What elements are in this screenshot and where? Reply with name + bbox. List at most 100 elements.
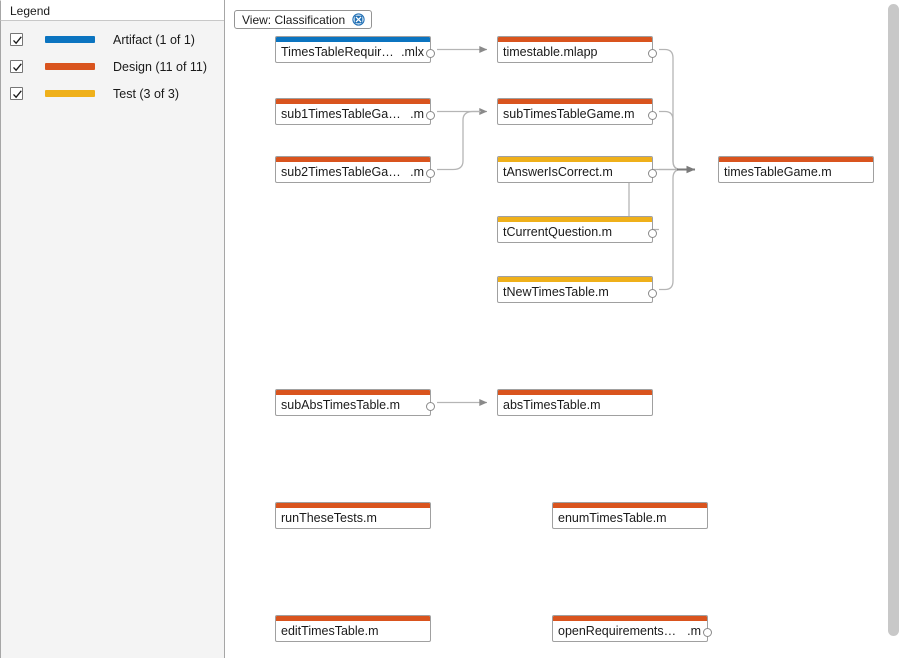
vertical-scrollbar-thumb[interactable] — [888, 4, 899, 636]
graph-node-openRequirements[interactable]: openRequirements… .m — [552, 615, 712, 642]
node-category-bar-design — [553, 503, 707, 508]
node-label: openRequirements… .m — [558, 621, 701, 641]
node-category-bar-design — [498, 37, 652, 42]
node-output-port[interactable] — [648, 229, 657, 238]
node-category-bar-design — [276, 99, 430, 104]
node-output-port[interactable] — [426, 49, 435, 58]
graph-node-editTimesTable[interactable]: editTimesTable.m — [275, 615, 431, 642]
node-label: sub1TimesTableGa… .m — [281, 104, 424, 124]
node-label-extension: .m — [410, 107, 424, 121]
node-label: absTimesTable.m — [503, 395, 646, 415]
node-label-text: subTimesTableGame.m — [503, 107, 635, 121]
node-category-bar-test — [498, 277, 652, 282]
node-label-text: timestable.mlapp — [503, 45, 598, 59]
legend-swatch-design — [45, 63, 95, 70]
node-output-port[interactable] — [426, 111, 435, 120]
node-output-port[interactable] — [648, 49, 657, 58]
graph-node-timestableMlapp[interactable]: timestable.mlapp — [497, 36, 657, 63]
node-label-text: tNewTimesTable.m — [503, 285, 609, 299]
edge-tnew-to-game — [659, 168, 690, 291]
node-label-extension: .mlx — [401, 45, 424, 59]
legend-item-test[interactable]: Test (3 of 3) — [1, 80, 224, 107]
node-category-bar-artifact — [276, 37, 430, 42]
node-label-text: openRequirements… — [558, 624, 677, 638]
legend-label-artifact: Artifact (1 of 1) — [113, 32, 195, 47]
node-label: subAbsTimesTable.m — [281, 395, 424, 415]
legend-checkbox-artifact[interactable] — [10, 33, 23, 46]
graph-node-timesTableGame[interactable]: timesTableGame.m — [718, 156, 874, 183]
node-label: subTimesTableGame.m — [503, 104, 646, 124]
node-label-extension: .m — [687, 624, 701, 638]
node-category-bar-design — [498, 99, 652, 104]
legend-panel: Legend Artifact (1 of 1) De — [0, 0, 225, 658]
graph-node-sub1TimesTableGame[interactable]: sub1TimesTableGa… .m — [275, 98, 435, 125]
legend-title: Legend — [10, 3, 51, 18]
legend-label-test: Test (3 of 3) — [113, 86, 179, 101]
node-category-bar-test — [498, 157, 652, 162]
node-category-bar-design — [553, 616, 707, 621]
node-category-bar-design — [276, 390, 430, 395]
node-category-bar-design — [276, 157, 430, 162]
graph-node-enumTimesTable[interactable]: enumTimesTable.m — [552, 502, 708, 529]
node-label: editTimesTable.m — [281, 621, 424, 641]
node-category-bar-design — [498, 390, 652, 395]
graph-node-subTimesTableGame[interactable]: subTimesTableGame.m — [497, 98, 657, 125]
graph-node-tCurrentQuestion[interactable]: tCurrentQuestion.m — [497, 216, 657, 243]
node-label-text: absTimesTable.m — [503, 398, 601, 412]
node-label: timestable.mlapp — [503, 42, 646, 62]
node-label-text: runTheseTests.m — [281, 511, 377, 525]
node-label: tCurrentQuestion.m — [503, 222, 646, 242]
legend-swatch-artifact — [45, 36, 95, 43]
node-label-text: subAbsTimesTable.m — [281, 398, 401, 412]
edge-sub2-to-sub — [437, 110, 481, 171]
node-output-port[interactable] — [426, 169, 435, 178]
legend-label-design: Design (11 of 11) — [113, 59, 208, 74]
vertical-scrollbar[interactable] — [885, 0, 901, 658]
node-label-text: sub1TimesTableGa… — [281, 107, 401, 121]
graph-canvas[interactable]: View: Classification — [225, 0, 901, 658]
graph-node-subAbsTimesTable[interactable]: subAbsTimesTable.m — [275, 389, 435, 416]
graph-node-runTheseTests[interactable]: runTheseTests.m — [275, 502, 431, 529]
legend-checkbox-design[interactable] — [10, 60, 23, 73]
graph-node-absTimesTable[interactable]: absTimesTable.m — [497, 389, 653, 416]
legend-checkbox-test[interactable] — [10, 87, 23, 100]
legend-header: Legend — [0, 0, 224, 21]
legend-swatch-test — [45, 90, 95, 97]
node-label: timesTableGame.m — [724, 162, 867, 182]
node-output-port[interactable] — [648, 289, 657, 298]
view-filter-chip[interactable]: View: Classification — [234, 10, 373, 29]
legend-list: Artifact (1 of 1) Design (11 of 11) — [0, 21, 224, 658]
node-label-text: sub2TimesTableGa… — [281, 165, 401, 179]
node-label-text: tAnswerIsCorrect.m — [503, 165, 613, 179]
node-label: enumTimesTable.m — [558, 508, 701, 528]
node-category-bar-design — [276, 503, 430, 508]
node-label: tAnswerIsCorrect.m — [503, 162, 646, 182]
node-output-port[interactable] — [648, 169, 657, 178]
node-output-port[interactable] — [648, 111, 657, 120]
legend-item-artifact[interactable]: Artifact (1 of 1) — [1, 26, 224, 53]
edge-mlapp-to-game — [659, 48, 690, 171]
node-output-port[interactable] — [703, 628, 712, 637]
node-label-text: tCurrentQuestion.m — [503, 225, 613, 239]
edge-sub-to-game — [659, 110, 690, 171]
node-label: TimesTableRequir… .mlx — [281, 42, 424, 62]
graph-node-sub2TimesTableGame[interactable]: sub2TimesTableGa… .m — [275, 156, 435, 183]
node-category-bar-design — [719, 157, 873, 162]
node-output-port[interactable] — [426, 402, 435, 411]
legend-item-design[interactable]: Design (11 of 11) — [1, 53, 224, 80]
graph-node-tAnswerIsCorrect[interactable]: tAnswerIsCorrect.m — [497, 156, 657, 183]
graph-node-timesTableRequirements[interactable]: TimesTableRequir… .mlx — [275, 36, 435, 63]
node-label-text: enumTimesTable.m — [558, 511, 667, 525]
node-category-bar-design — [276, 616, 430, 621]
view-filter-label: View: Classification — [242, 12, 346, 27]
node-label: runTheseTests.m — [281, 508, 424, 528]
node-label: tNewTimesTable.m — [503, 282, 646, 302]
node-label-text: timesTableGame.m — [724, 165, 832, 179]
graph-node-tNewTimesTable[interactable]: tNewTimesTable.m — [497, 276, 657, 303]
node-label: sub2TimesTableGa… .m — [281, 162, 424, 182]
node-label-text: editTimesTable.m — [281, 624, 379, 638]
close-circle-icon[interactable] — [352, 13, 365, 26]
node-label-text: TimesTableRequir… — [281, 45, 394, 59]
node-label-extension: .m — [410, 165, 424, 179]
